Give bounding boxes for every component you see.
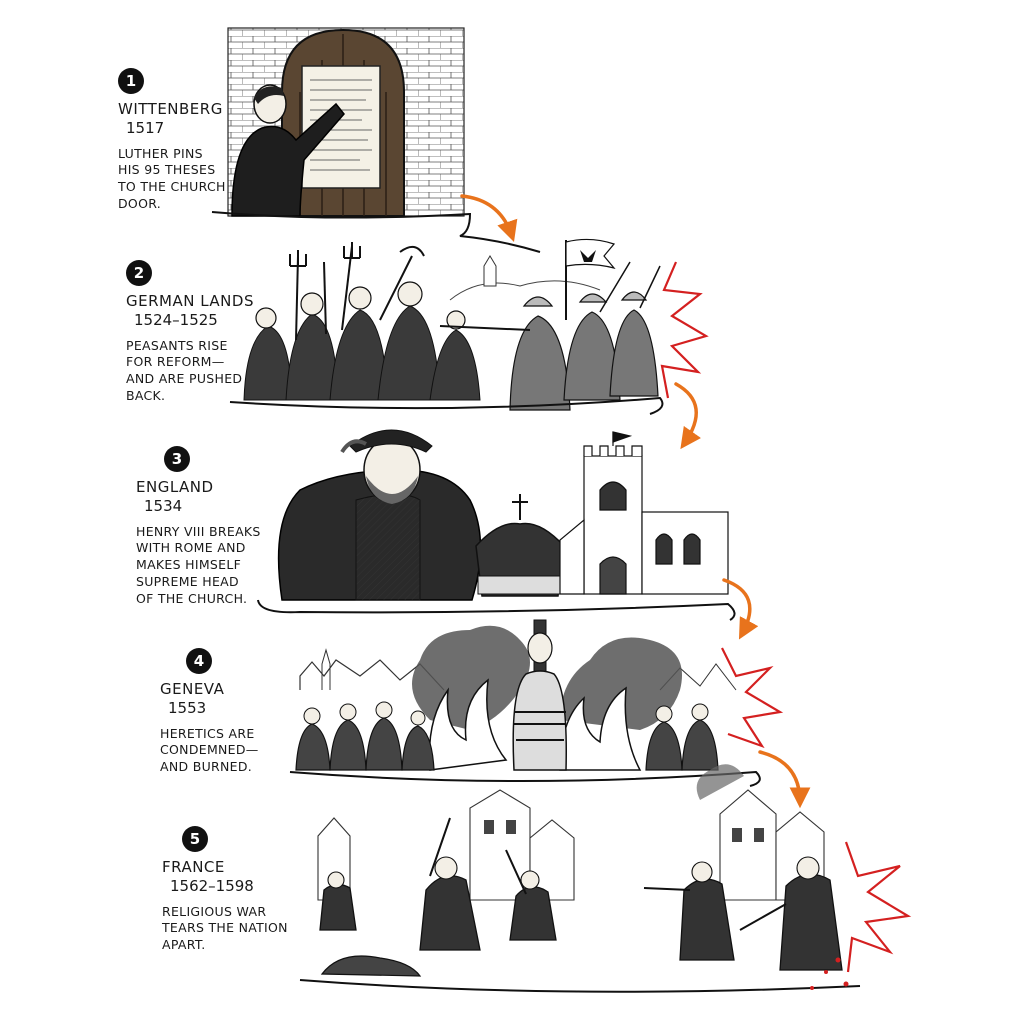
event-year-2: 1524–1525 [134, 310, 218, 329]
heretic-figure [512, 670, 567, 771]
event-desc-5-line-1: Religious war [162, 903, 267, 919]
caption-1: 1 Wittenberg 1517 Luther pins his 95 the… [118, 68, 226, 213]
event-number-2: 2 [126, 260, 152, 286]
event-place-5: France [162, 858, 225, 876]
conflict-burst-5 [844, 841, 912, 973]
event-desc-2-line-1: Peasants rise [126, 337, 228, 353]
event-year-4: 1553 [168, 698, 207, 717]
event-desc-3-line-2: with Rome and [136, 540, 246, 556]
fallen-soldier [320, 955, 422, 977]
event-year-3: 1534 [144, 496, 183, 515]
scene-2-peasants-war [229, 238, 664, 415]
event-desc-2-line-4: back. [126, 388, 166, 404]
event-desc-3-line-1: Henry VIII breaks [136, 523, 261, 539]
connector-arrow-2-3 [674, 382, 702, 450]
event-desc-2-line-3: and are pushed [126, 371, 243, 387]
event-year-1: 1517 [126, 118, 165, 137]
luther-figure [231, 102, 345, 217]
event-number-4: 4 [186, 648, 212, 674]
town-houses [317, 789, 825, 901]
caption-3: 3 England 1534 Henry VIII breaks with Ro… [136, 446, 261, 608]
caption-2: 2 German Lands 1524–1525 Peasants rise f… [126, 260, 254, 405]
eagle-banner [565, 238, 616, 270]
conflict-burst-2 [660, 261, 709, 399]
connector-arrow-1-2 [460, 194, 518, 242]
event-number-5: 5 [182, 826, 208, 852]
scene-4-geneva-burning [289, 619, 761, 787]
caption-5: 5 France 1562–1598 Religious war tears t… [162, 826, 288, 954]
event-number-3: 3 [164, 446, 190, 472]
event-desc-3-line-5: of the church. [136, 591, 248, 606]
caption-4: 4 Geneva 1553 Heretics are condemned— an… [160, 648, 259, 776]
event-desc-1-line-3: to the church [118, 179, 226, 195]
event-desc-4-line-3: and burned. [160, 759, 253, 775]
scene-3-henry-viii [257, 429, 736, 621]
event-desc-3-line-3: makes himself [136, 557, 242, 573]
connector-arrow-4-5 [758, 750, 811, 809]
crown [475, 494, 565, 597]
event-year-5: 1562–1598 [170, 876, 254, 895]
church-building [559, 431, 729, 595]
event-desc-3-line-4: supreme head [136, 574, 239, 590]
event-place-4: Geneva [160, 680, 225, 698]
event-place-2: German Lands [126, 292, 254, 310]
event-desc-5-line-2: tears the nation [162, 920, 288, 936]
distant-castle [483, 255, 497, 287]
event-desc-4-line-1: Heretics are [160, 725, 255, 741]
event-number-1: 1 [118, 68, 144, 94]
connector-arrow-3-4 [722, 578, 759, 640]
event-desc-2-line-2: for reform— [126, 354, 225, 370]
event-place-1: Wittenberg [118, 100, 223, 118]
scene-5-france-war [299, 764, 861, 993]
event-desc-1-line-4: door. [118, 196, 162, 212]
flames [428, 678, 642, 771]
event-desc-1-line-2: his 95 theses [118, 162, 216, 178]
event-desc-5-line-3: apart. [162, 937, 206, 953]
event-desc-1-line-1: Luther pins [118, 145, 203, 161]
event-desc-4-line-2: condemned— [160, 742, 259, 758]
scene-1-luther-door [211, 27, 541, 253]
conflict-burst-4 [721, 647, 784, 749]
event-place-3: England [136, 478, 214, 496]
